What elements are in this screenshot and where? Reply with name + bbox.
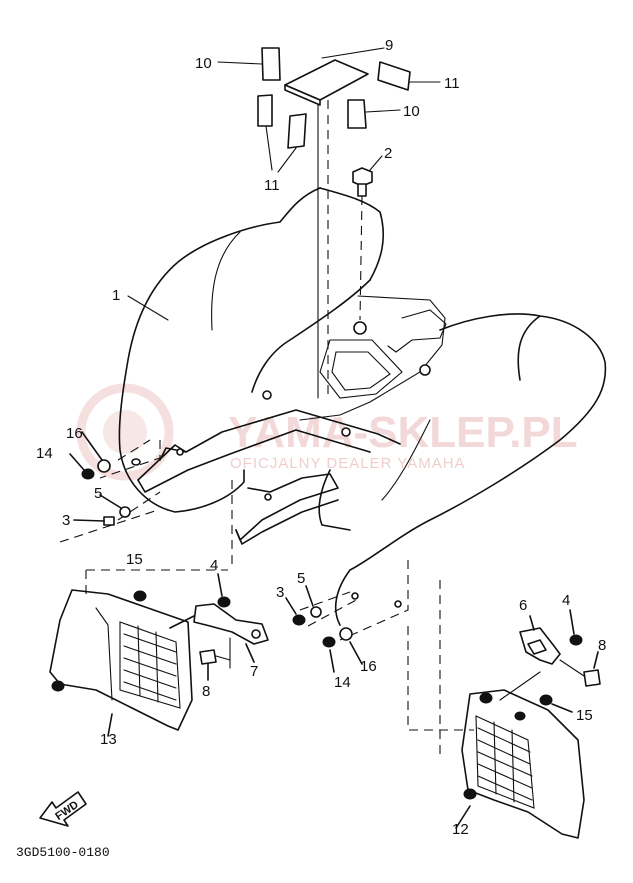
- callout-2: 2: [384, 145, 392, 162]
- callout-7: 7: [250, 663, 258, 680]
- callout-1: 1: [112, 287, 120, 304]
- callout-4: 4: [562, 592, 570, 609]
- callout-12: 12: [452, 821, 469, 838]
- left-mud-flap: [49, 480, 233, 737]
- callout-16: 16: [66, 425, 83, 442]
- callout-8: 8: [598, 637, 606, 654]
- damper-pads: [257, 47, 411, 149]
- callout-5: 5: [297, 570, 305, 587]
- forward-arrow-icon: FWD: [39, 791, 87, 827]
- leader-lines: [127, 47, 441, 400]
- rear-fender: [118, 187, 607, 626]
- callout-5: 5: [94, 485, 102, 502]
- right-mud-flap: [407, 580, 585, 839]
- callout-15: 15: [576, 707, 593, 724]
- watermark-title: YAMA-SKLEP.PL: [228, 408, 578, 457]
- right-bracket: [499, 609, 601, 701]
- left-fasteners: [59, 431, 161, 543]
- callout-15: 15: [126, 551, 143, 568]
- callout-14: 14: [36, 445, 53, 462]
- left-bracket: [169, 573, 269, 681]
- right-fasteners: [285, 560, 409, 673]
- callout-14: 14: [334, 674, 351, 691]
- callout-3: 3: [62, 512, 70, 529]
- callout-labels: 10 9 11 10 2 11 1 16 14 5 3 15 4 7 8 13 …: [36, 37, 606, 838]
- bolt-2: [352, 167, 373, 321]
- callout-3: 3: [276, 584, 284, 601]
- watermark: YAMA-SKLEP.PL OFICJALNY DEALER YAMAHA: [76, 383, 578, 481]
- callout-8: 8: [202, 683, 210, 700]
- callout-9: 9: [385, 37, 393, 54]
- callout-16: 16: [360, 658, 377, 675]
- callout-10: 10: [195, 55, 212, 72]
- callout-10: 10: [403, 103, 420, 120]
- callout-13: 13: [100, 731, 117, 748]
- callout-11: 11: [444, 75, 460, 92]
- diagram-code: 3GD5100-0180: [16, 845, 110, 860]
- callout-11: 11: [264, 177, 280, 194]
- callout-4: 4: [210, 557, 218, 574]
- flap-ribs-right: [477, 721, 533, 803]
- flap-ribs-left: [123, 625, 177, 703]
- watermark-subtitle: OFICJALNY DEALER YAMAHA: [230, 455, 466, 472]
- callout-6: 6: [519, 597, 527, 614]
